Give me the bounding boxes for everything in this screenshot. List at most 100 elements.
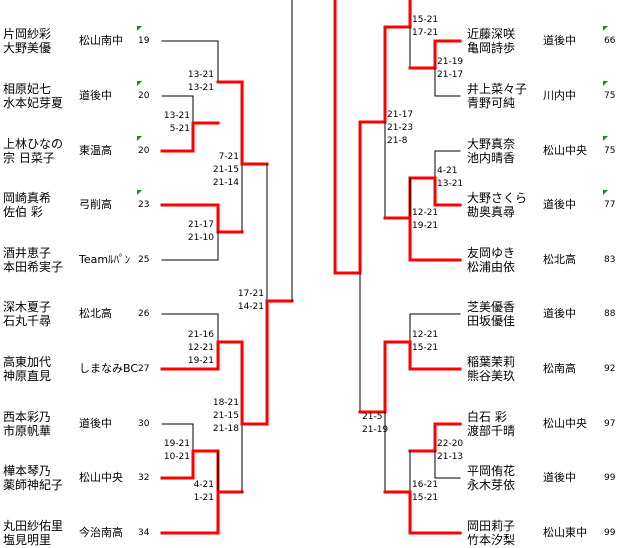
line-winner (358, 0, 412, 124)
player-name: 片岡紗彩 (3, 27, 52, 41)
line-loser (161, 313, 219, 343)
team-name: 松北高 (79, 307, 112, 320)
game-score: 13-21 (187, 83, 214, 93)
game-score: 19-21 (412, 221, 439, 231)
seed-number: 77 (604, 200, 616, 210)
seed-number: 34 (138, 528, 150, 538)
player-name: 水本妃芽夏 (3, 96, 64, 110)
seed-number: 75 (604, 91, 616, 101)
team-name: 道後中 (543, 307, 576, 320)
player-name: 市原帆華 (3, 424, 52, 438)
game-score: 4-21 (437, 166, 458, 176)
team-name: 道後中 (79, 89, 112, 102)
game-score: 13-21 (163, 111, 190, 121)
team-name: 道後中 (543, 34, 576, 47)
player-name: 上林ひなの (3, 137, 64, 151)
game-score: 21-15 (212, 411, 239, 421)
team-name: 松山中央 (543, 144, 587, 157)
line-winner (160, 340, 244, 426)
line-winner (160, 490, 244, 535)
game-score: 21-19 (362, 425, 389, 435)
line-loser (409, 313, 461, 343)
player-name: 大野さくら (467, 191, 528, 205)
game-score: 21-17 (187, 220, 214, 230)
player-name: 井上菜々子 (467, 82, 528, 96)
game-score: 14-21 (237, 302, 264, 312)
team-name: 松山東中 (543, 526, 587, 539)
game-score: 21-19 (437, 57, 464, 67)
player-name: 竹本汐梨 (467, 533, 516, 547)
line-loser (434, 67, 461, 97)
player-name: 青野可純 (467, 96, 516, 110)
team-name: しまなみBC (79, 362, 139, 375)
player-name: 勘奥真尋 (467, 205, 516, 219)
team-name: 松北高 (543, 253, 576, 266)
team-name: 道後中 (543, 471, 576, 484)
team-name: 道後中 (79, 417, 112, 430)
seed-number: 83 (604, 255, 616, 265)
flag-icon (137, 26, 142, 31)
seed-number: 20 (138, 146, 150, 156)
game-score: 12-21 (412, 330, 439, 340)
game-score: 15-21 (412, 493, 439, 503)
line-winner (240, 299, 294, 426)
team-name: 松山中央 (543, 417, 587, 430)
player-name: 近藤深咲 (467, 27, 516, 41)
line-loser (266, 163, 293, 302)
line-winner (408, 39, 462, 70)
player-name: 深木夏子 (3, 300, 52, 314)
seed-number: 25 (138, 255, 150, 265)
player-name: 松浦由依 (467, 260, 516, 274)
player-name: 平岡侑花 (467, 464, 516, 478)
player-name: 丸田紗佑里 (3, 519, 64, 533)
game-score: 12-21 (187, 343, 214, 353)
game-score: 13-21 (437, 179, 464, 189)
player-name: 池内晴香 (467, 151, 516, 165)
player-name: 田坂優佳 (467, 314, 516, 328)
player-name: 佐伯 彩 (3, 205, 43, 219)
game-score: 17-21 (412, 28, 439, 38)
game-score: 13-21 (187, 70, 214, 80)
team-name: Teamﾙﾊﾟﾝ (79, 253, 131, 266)
line-loser (161, 95, 194, 124)
player-name: 樺本琴乃 (3, 464, 52, 478)
game-score: 21-14 (212, 178, 239, 188)
team-name: 松山中央 (79, 471, 123, 484)
flag-icon (137, 81, 142, 86)
team-name: 川内中 (543, 89, 576, 102)
player-name: 白石 彩 (467, 410, 507, 424)
line-winner (408, 422, 462, 453)
team-name: 東温高 (79, 144, 112, 157)
seed-number: 66 (604, 36, 616, 46)
game-score: 21-17 (437, 70, 464, 80)
seed-number: 97 (604, 419, 616, 429)
game-score: 1-21 (193, 493, 214, 503)
player-name: 大野真奈 (467, 137, 516, 151)
player-name: 芝美優香 (467, 300, 516, 314)
player-name: 塩見明里 (3, 533, 52, 547)
player-name: 西本彩乃 (3, 410, 52, 424)
player-name: 神原直見 (3, 369, 52, 383)
flag-icon (603, 26, 608, 31)
game-score: 16-21 (412, 480, 439, 490)
team-name: 松山南中 (79, 34, 123, 47)
seed-number: 26 (138, 309, 150, 319)
game-score: 10-21 (163, 452, 190, 462)
line-winner (333, 0, 362, 275)
game-score: 12-21 (412, 208, 439, 218)
seed-number: 32 (138, 473, 150, 483)
player-name: 大野美優 (3, 41, 52, 55)
game-score: 21-13 (437, 452, 464, 462)
player-name: 高東加代 (3, 355, 52, 369)
flag-icon (603, 136, 608, 141)
game-score: 21-16 (187, 330, 214, 340)
seed-number: 75 (604, 146, 616, 156)
game-score: 15-21 (412, 15, 439, 25)
team-name: 弓削高 (79, 198, 112, 211)
player-name: 熊谷美玖 (467, 369, 516, 383)
seed-number: 99 (604, 528, 616, 538)
seed-number: 99 (604, 473, 616, 483)
game-score: 21-23 (387, 123, 414, 133)
team-name: 道後中 (543, 198, 576, 211)
